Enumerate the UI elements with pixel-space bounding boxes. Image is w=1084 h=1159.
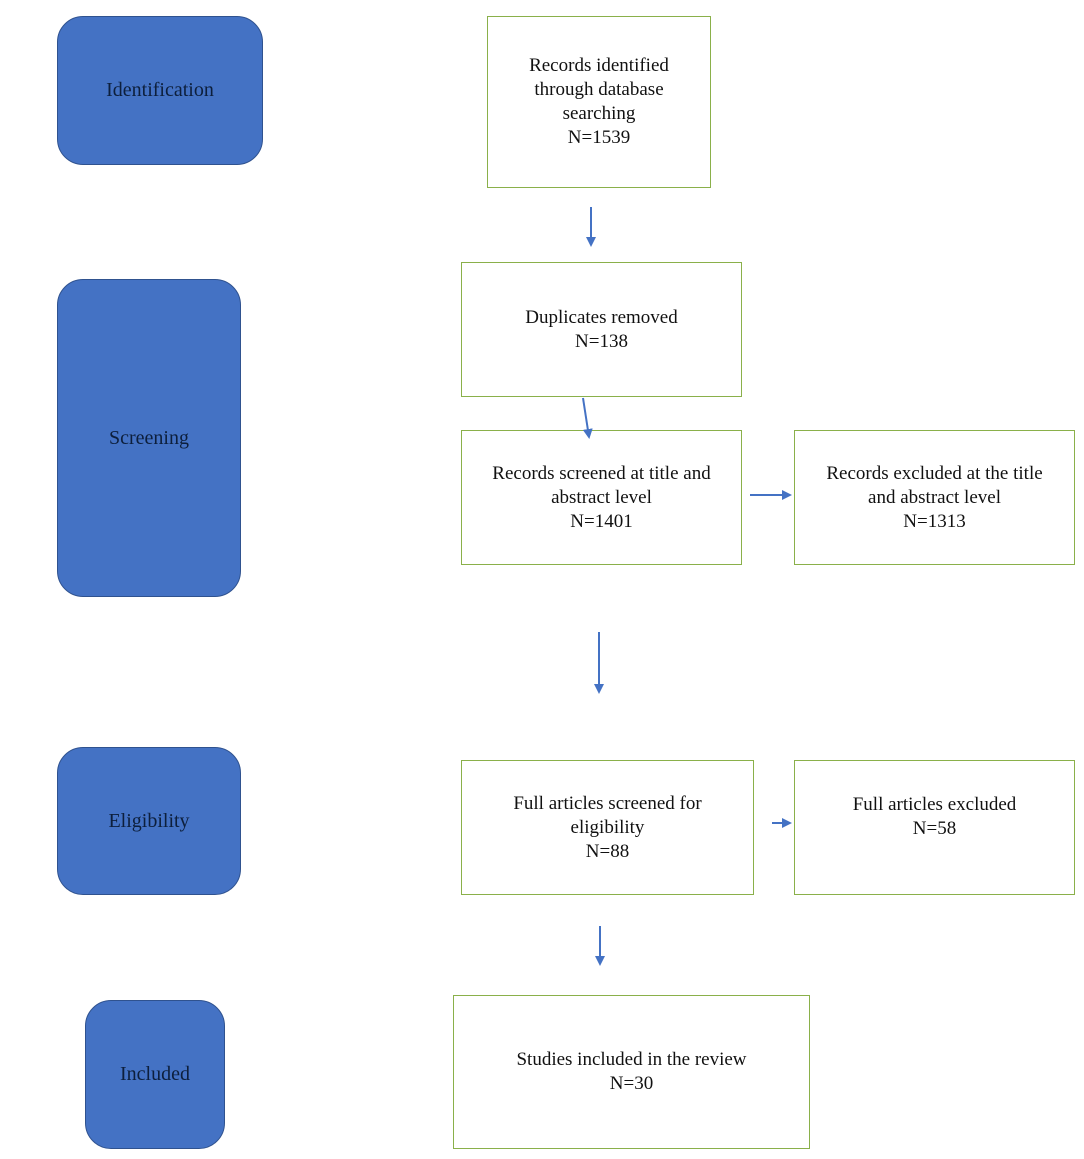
box-count: N=58 [912,817,957,839]
stage-identification: Identification [57,16,263,165]
box-text-line: eligibility [570,816,645,838]
box-records-excluded: Records excluded at the title and abstra… [794,430,1075,565]
box-full-articles-excluded: Full articles excluded N=58 [794,760,1075,895]
box-full-articles-screened: Full articles screened for eligibility N… [461,760,754,895]
box-text-line: through database [534,79,664,100]
box-text-line: Duplicates removed [525,306,678,328]
box-count: N=1313 [903,510,966,532]
box-text-line: Full articles screened for [513,792,702,814]
box-text-line: Full articles excluded [852,793,1017,815]
box-records-screened: Records screened at title and abstract l… [461,430,742,565]
box-count: N=30 [609,1073,654,1094]
box-count: N=138 [575,330,628,352]
stage-identification-label: Identification [106,79,214,101]
box-text-line: Records excluded at the title [826,462,1043,484]
box-text-line: searching [562,103,636,124]
box-text-line: and abstract level [868,486,1001,508]
box-text-line: Studies included in the review [516,1049,747,1070]
stage-screening: Screening [57,279,241,597]
stage-included-label: Included [120,1063,190,1085]
box-records-identified: Records identified through database sear… [487,16,711,188]
stage-included: Included [85,1000,225,1149]
box-count: N=1401 [570,510,633,532]
box-text-line: Records screened at title and [492,462,711,484]
stage-screening-label: Screening [109,426,189,449]
stage-eligibility: Eligibility [57,747,241,895]
box-count: N=88 [585,840,630,862]
box-text-line: abstract level [551,486,652,508]
box-count: N=1539 [567,127,631,148]
box-duplicates-removed: Duplicates removed N=138 [461,262,742,397]
box-studies-included: Studies included in the review N=30 [453,995,810,1149]
box-text-line: Records identified [529,55,669,76]
stage-eligibility-label: Eligibility [108,809,190,832]
